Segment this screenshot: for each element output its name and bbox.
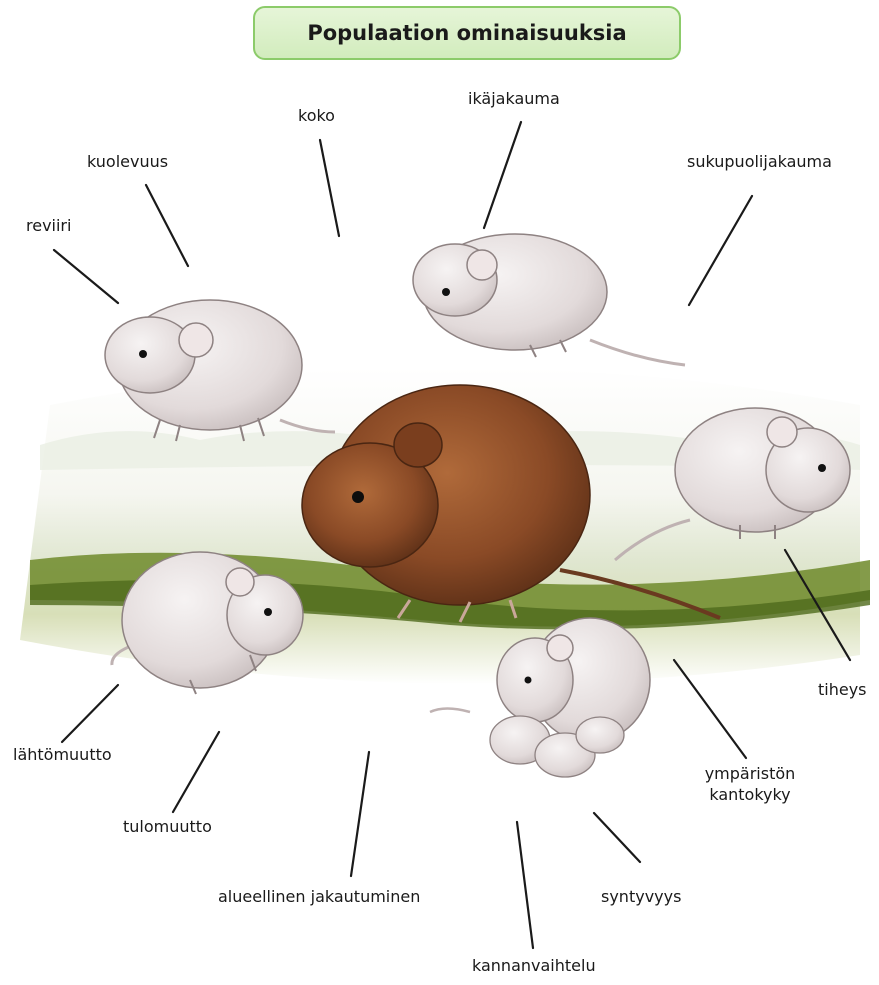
label-ikajakauma: ikäjakauma: [468, 88, 560, 109]
label-ympariston-line2: kantokyky: [697, 784, 803, 805]
label-reviiri: reviiri: [26, 215, 71, 236]
label-sukupuolijakauma: sukupuolijakauma: [687, 151, 832, 172]
label-ympariston-kantokyky: ympäristön kantokyky: [697, 763, 803, 805]
line-sukupuolijakauma: [689, 196, 752, 305]
line-kannanvaihtelu: [517, 822, 533, 948]
line-reviiri: [54, 250, 118, 303]
line-lahtomuutto: [62, 685, 118, 742]
line-ikajakauma: [484, 122, 521, 228]
label-kannanvaihtelu: kannanvaihtelu: [472, 955, 596, 976]
label-kuolevuus: kuolevuus: [87, 151, 168, 172]
line-syntyvyys: [594, 813, 640, 862]
line-koko: [320, 140, 339, 236]
label-tiheys: tiheys: [818, 679, 867, 700]
white-vole-top-right: [413, 234, 685, 365]
label-syntyvyys: syntyvyys: [601, 886, 681, 907]
line-alueellinen: [351, 752, 369, 876]
label-lahtomuutto: lähtömuutto: [13, 744, 112, 765]
line-ymparisto: [674, 660, 746, 758]
diagram-title: Populaation ominaisuuksia: [253, 6, 681, 60]
label-koko: koko: [298, 105, 335, 126]
label-tulomuutto: tulomuutto: [123, 816, 212, 837]
line-kuolevuus: [146, 185, 188, 266]
label-ympariston-line1: ympäristön: [697, 763, 803, 784]
label-alueellinen-jakautuminen: alueellinen jakautuminen: [218, 886, 420, 907]
line-tulomuutto: [173, 732, 219, 812]
